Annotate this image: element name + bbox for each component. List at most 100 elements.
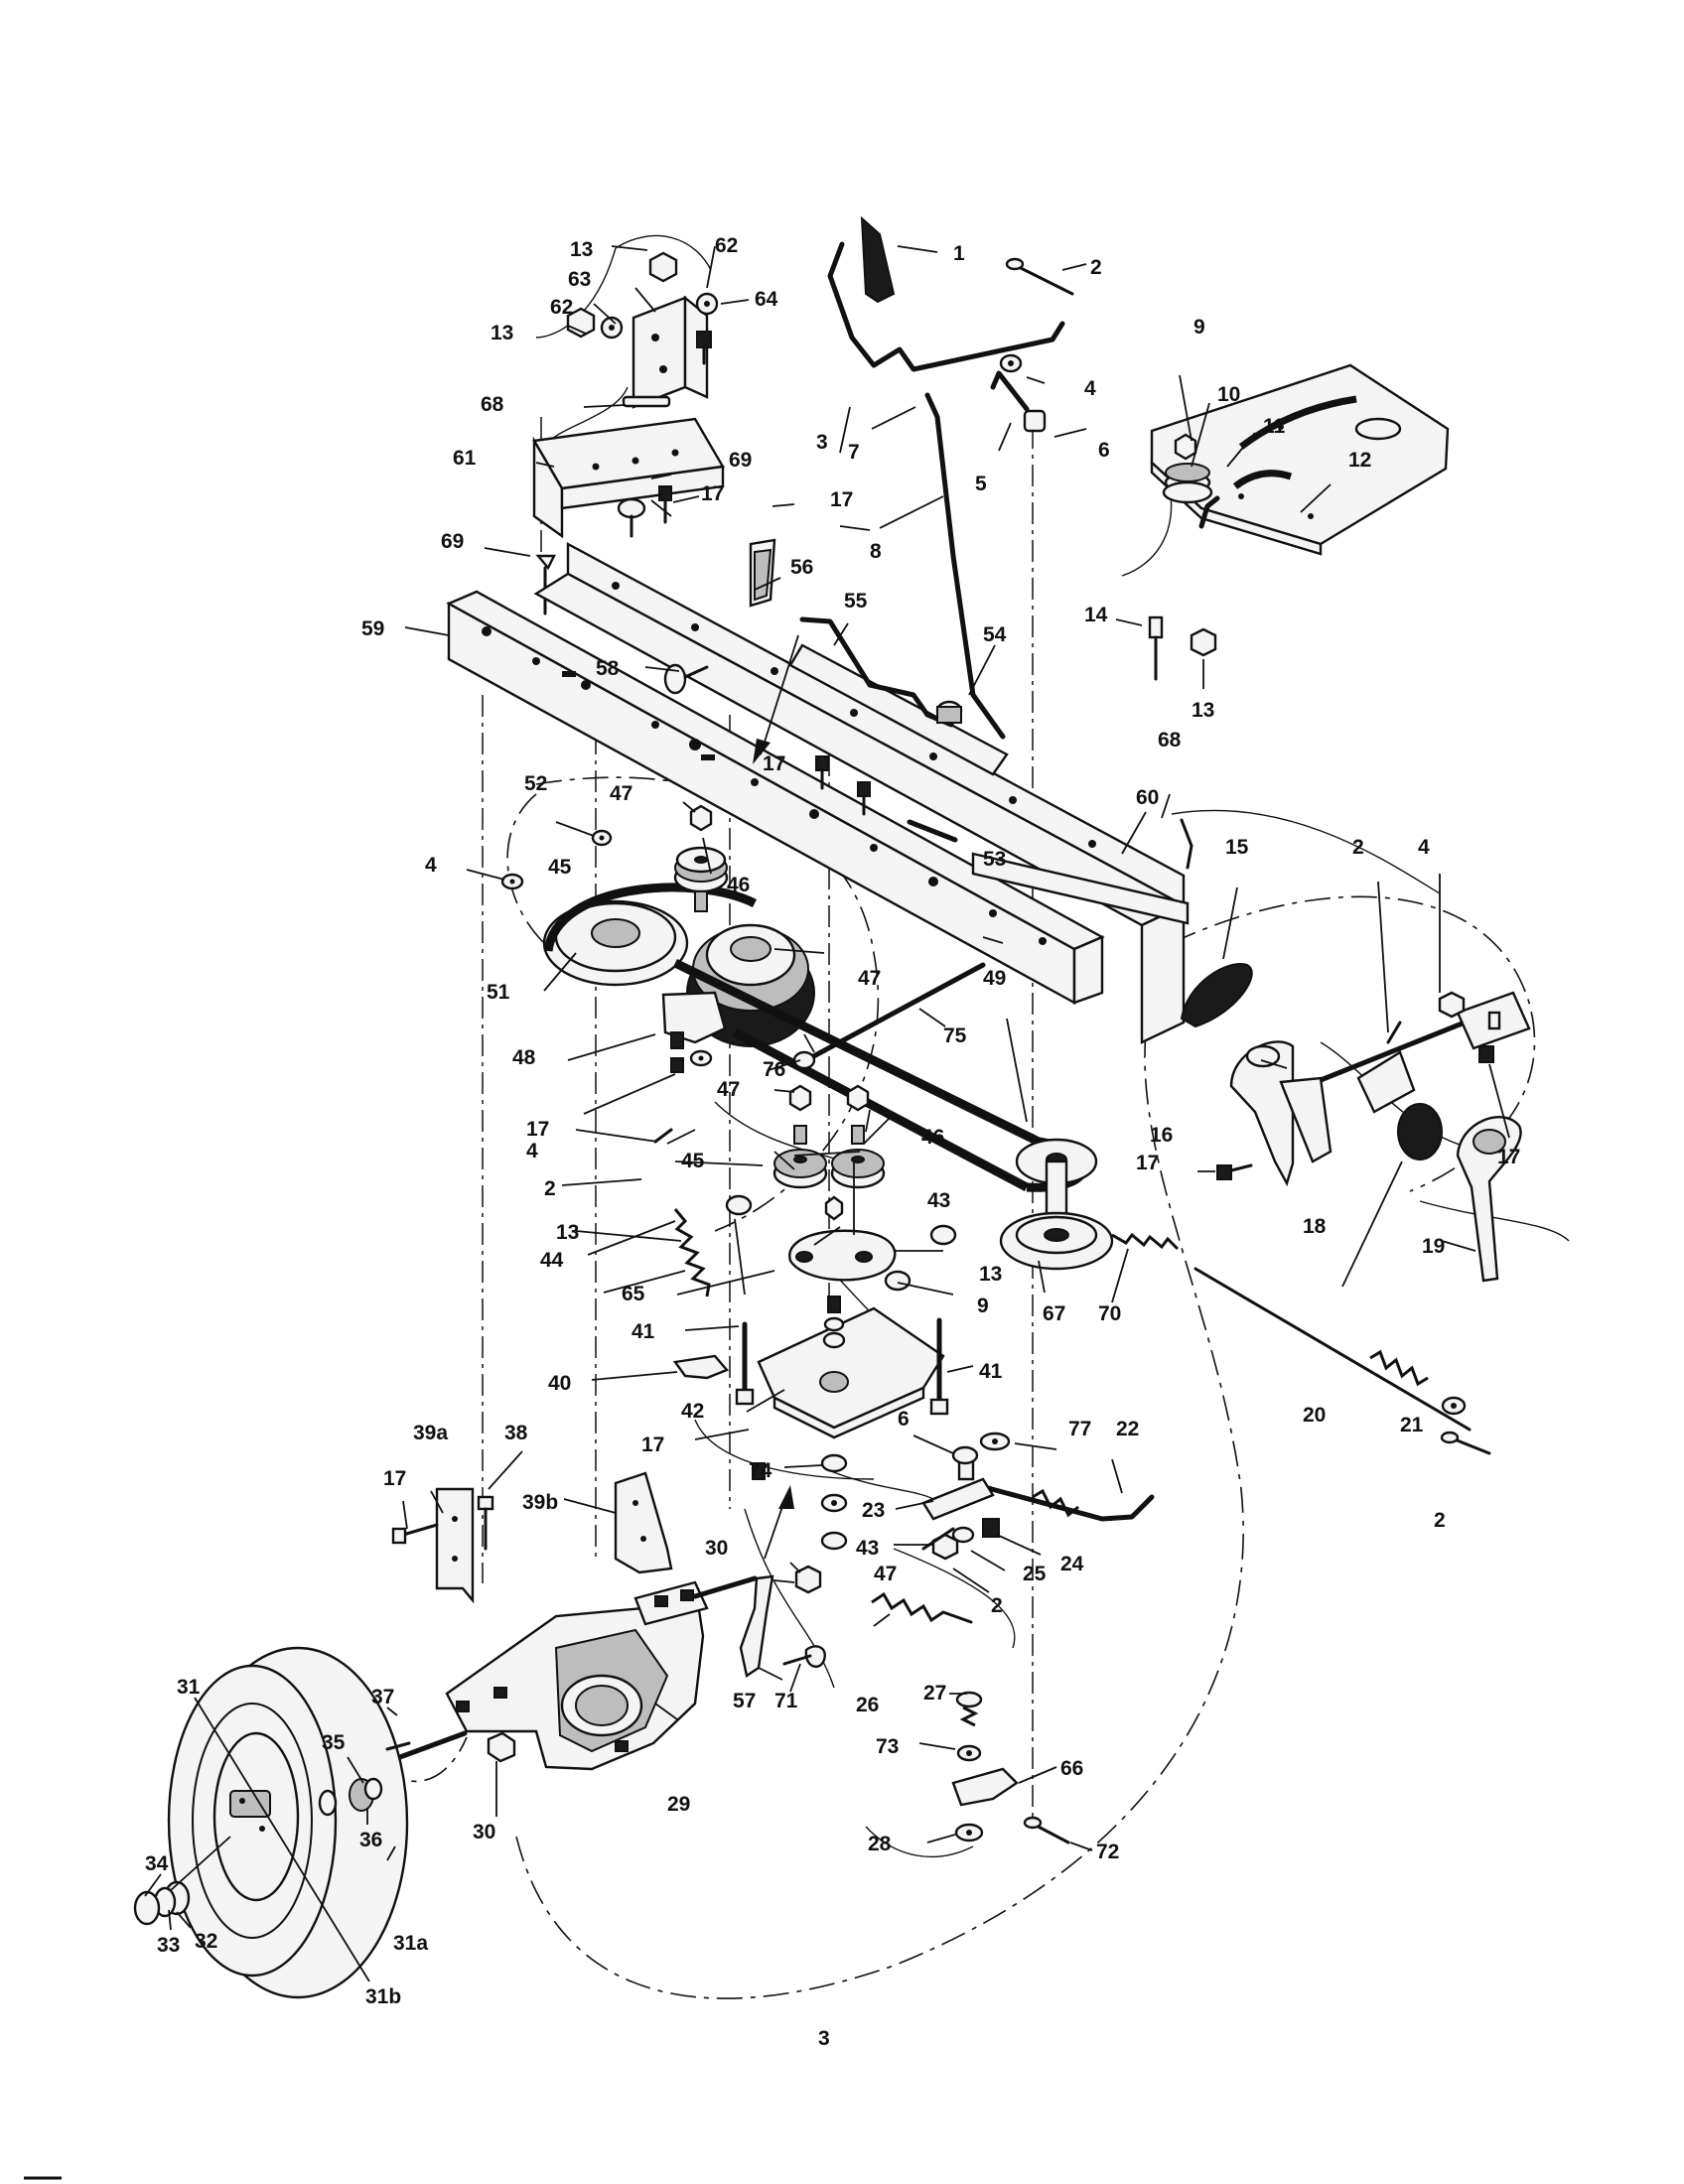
callout-21: 21 (1400, 1414, 1424, 1436)
spring-26 (871, 1591, 973, 1624)
callout-45: 45 (548, 856, 572, 879)
brake-rod-22 (974, 1482, 1155, 1522)
callout-31b: 31b (365, 1985, 401, 2008)
callout-9: 9 (977, 1295, 989, 1317)
brake-arm-23 (921, 1445, 995, 1521)
bracket-40 (672, 1354, 730, 1380)
bracket-56 (749, 538, 776, 608)
callout-69: 69 (441, 530, 464, 553)
callout-2: 2 (544, 1177, 556, 1200)
callout-23: 23 (862, 1499, 885, 1522)
callout-32: 32 (195, 1930, 217, 1953)
callout-16: 16 (1150, 1124, 1173, 1147)
hardware-top (535, 251, 719, 615)
washer-28 (954, 1823, 984, 1843)
knob-1 (860, 215, 896, 304)
callout-3: 3 (818, 2027, 830, 2050)
callout-10: 10 (1217, 383, 1240, 406)
callout-61: 61 (453, 447, 477, 470)
callout-41: 41 (632, 1320, 655, 1343)
shift-lever-3 (827, 241, 1065, 372)
washer-21 (1441, 1396, 1467, 1416)
callout-13: 13 (491, 322, 513, 344)
bracket-66 (951, 1767, 1019, 1807)
callout-14: 14 (1084, 604, 1108, 626)
bracket-39b (614, 1471, 673, 1574)
callout-2: 2 (1352, 836, 1364, 859)
callout-17: 17 (1136, 1152, 1159, 1174)
callout-46: 46 (727, 874, 750, 896)
callout-27: 27 (923, 1682, 946, 1705)
bolt-14 (1148, 615, 1217, 681)
callout-59: 59 (361, 617, 384, 640)
idler-arm-48 (661, 991, 727, 1049)
lock-nuts-13 (725, 1194, 957, 1292)
callout-68: 68 (481, 393, 504, 416)
callout-75: 75 (943, 1024, 967, 1047)
callout-77: 77 (1068, 1418, 1091, 1440)
callout-25: 25 (1023, 1563, 1047, 1585)
callout-43: 43 (927, 1189, 950, 1212)
callout-53: 53 (983, 848, 1006, 871)
callout-74: 74 (749, 1459, 772, 1482)
direction-arrows (753, 634, 799, 1560)
callout-47: 47 (717, 1078, 740, 1101)
callout-67: 67 (1043, 1302, 1065, 1325)
rod-8 (924, 392, 1006, 740)
callout-36: 36 (359, 1829, 382, 1851)
callout-8: 8 (870, 540, 882, 563)
callout-39a: 39a (413, 1422, 448, 1444)
callout-65: 65 (622, 1283, 645, 1305)
link-5 (990, 370, 1030, 412)
callout-17: 17 (641, 1433, 664, 1456)
cotter-2-right (1440, 1431, 1491, 1455)
callout-30: 30 (705, 1537, 728, 1560)
callout-19: 19 (1422, 1235, 1445, 1258)
callout-64: 64 (755, 288, 778, 311)
callout-41: 41 (979, 1360, 1003, 1383)
callout-35: 35 (322, 1731, 346, 1754)
callout-17: 17 (701, 482, 724, 505)
steering-bracket-63 (632, 295, 709, 409)
callout-26: 26 (856, 1694, 879, 1716)
callout-47: 47 (858, 967, 881, 990)
steering-bracket-61 (532, 417, 725, 539)
rod-20 (1193, 1267, 1472, 1432)
clip-68 (1180, 818, 1193, 870)
callout-68: 68 (1158, 729, 1182, 751)
idler-pulley-45a (673, 804, 729, 912)
callout-22: 22 (1116, 1418, 1139, 1440)
callout-13: 13 (1192, 699, 1214, 722)
callout-3: 3 (816, 431, 828, 454)
pedal-19 (1456, 1116, 1522, 1283)
callout-62: 62 (550, 296, 573, 319)
callout-39b: 39b (522, 1491, 558, 1514)
pedal-bracket-55 (799, 616, 954, 728)
callout-63: 63 (568, 268, 591, 291)
callout-30: 30 (473, 1821, 495, 1843)
callout-69: 69 (729, 449, 752, 472)
bracket-57 (739, 1574, 826, 1678)
idler-pulleys-45b (772, 1084, 886, 1189)
callout-4: 4 (425, 854, 437, 877)
rod-76 (792, 962, 986, 1070)
bracket-39a (391, 1487, 494, 1604)
hub-hardware-32-36 (133, 1741, 411, 1926)
bolt-58 (663, 663, 709, 695)
cross-member-53 (788, 643, 1190, 925)
callout-47: 47 (874, 1563, 897, 1585)
callout-15: 15 (1225, 836, 1249, 859)
callout-2: 2 (991, 1594, 1003, 1617)
washer-4 (999, 353, 1023, 373)
callout-29: 29 (667, 1793, 690, 1816)
callout-4: 4 (1418, 836, 1430, 859)
cotter-72 (1023, 1816, 1070, 1844)
cotter-pin-2 (1005, 257, 1074, 296)
transaxle-pulley-67 (999, 1138, 1114, 1271)
callout-52: 52 (524, 772, 547, 795)
callout-47: 47 (610, 782, 632, 805)
frame-rail-59 (446, 590, 1105, 1006)
callout-76: 76 (763, 1058, 785, 1081)
callout-17: 17 (1497, 1146, 1520, 1168)
callout-28: 28 (868, 1833, 892, 1855)
